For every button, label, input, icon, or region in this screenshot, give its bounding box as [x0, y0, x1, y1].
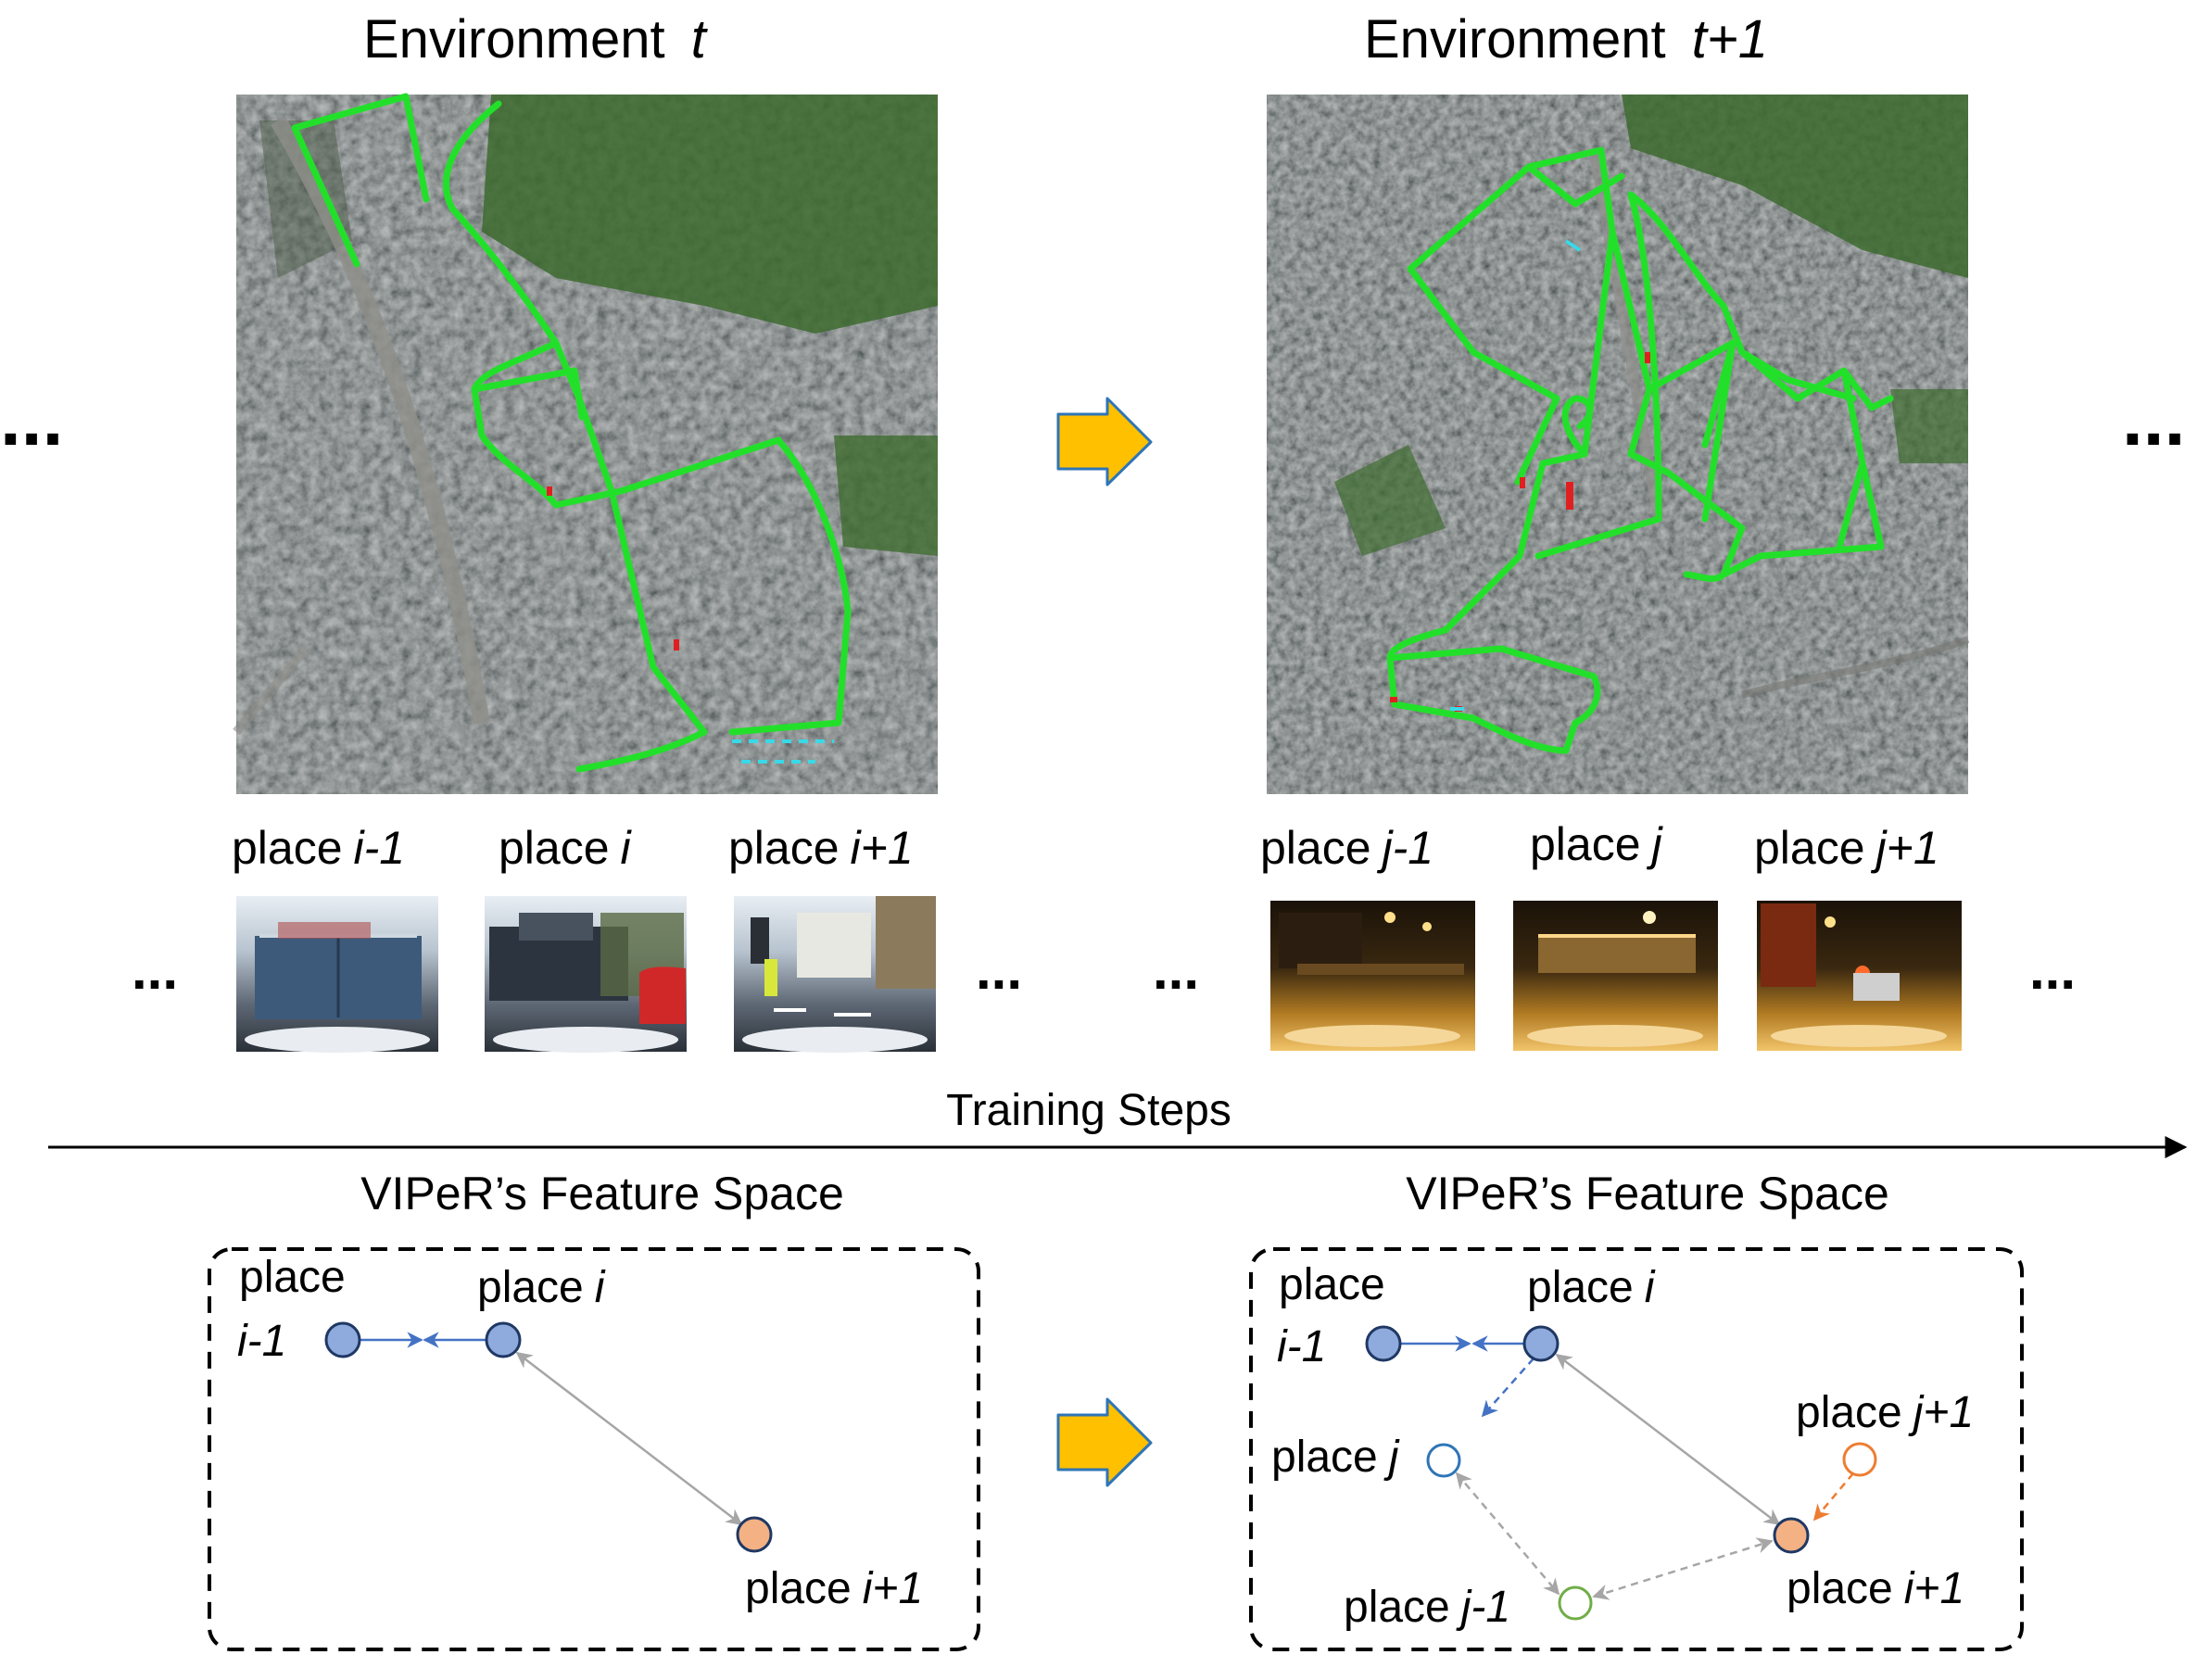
r-link-i-to-j — [1481, 1358, 1534, 1418]
map-environment-t-plus-1 — [1267, 95, 1970, 794]
photo-place-j-plus-1 — [1757, 901, 1962, 1051]
photo-place-i-minus-1 — [236, 896, 438, 1053]
feature-space-right-title: VIPeR’s Feature Space — [1406, 1168, 1889, 1219]
r-node-place-i — [1522, 1325, 1560, 1362]
photo-place-j — [1513, 901, 1718, 1051]
ellipsis-photos-4: ... — [2029, 939, 2076, 1001]
r-node-place-i-plus-1 — [1773, 1517, 1810, 1554]
ellipsis-photos-1: ... — [132, 939, 178, 1001]
map-environment-t — [233, 93, 938, 794]
training-steps-label: Training Steps — [946, 1086, 1231, 1135]
node-place-i-minus-1 — [324, 1321, 361, 1358]
route-path-t-plus-1 — [1386, 146, 1894, 754]
r-link-i-to-i-plus-1 — [1555, 1353, 1781, 1526]
photo-place-j-minus-1 — [1270, 901, 1475, 1051]
transition-arrow-top — [1056, 397, 1153, 486]
fl-label-place-i-minus-1-idx: i-1 — [237, 1317, 286, 1366]
feature-space-left-title: VIPeR’s Feature Space — [360, 1168, 844, 1219]
photo-place-i — [485, 896, 687, 1053]
env-right-title: Environment t+1 — [1364, 9, 1768, 69]
r-link-j-plus-1-to-i-plus-1 — [1812, 1472, 1854, 1522]
r-node-place-i-minus-1 — [1365, 1325, 1402, 1362]
fl-label-place-i-minus-1-word: place — [239, 1253, 346, 1302]
feature-space-left-box — [208, 1247, 980, 1651]
feature-space-right-box — [1249, 1247, 2024, 1651]
r-node-place-j — [1426, 1443, 1461, 1478]
ellipsis-photos-3: ... — [1153, 939, 1199, 1001]
photo-place-i-plus-1 — [734, 896, 936, 1053]
transition-arrow-bottom — [1056, 1397, 1153, 1487]
fr-label-place-i-minus-1-word: place — [1279, 1260, 1385, 1309]
route-path-t — [291, 93, 852, 773]
r-node-place-j-minus-1 — [1558, 1585, 1593, 1621]
link-i-to-i-plus-1 — [515, 1351, 743, 1526]
ellipsis-top-right: ... — [2122, 377, 2185, 461]
node-place-i — [485, 1321, 522, 1358]
r-link-j-minus-1-to-i-plus-1 — [1592, 1537, 1774, 1600]
env-left-title: Environment t — [363, 9, 709, 69]
fr-label-place-i-minus-1-idx: i-1 — [1277, 1322, 1326, 1371]
node-place-i-plus-1 — [736, 1516, 773, 1553]
r-link-j-to-j-minus-1 — [1455, 1472, 1560, 1596]
ellipsis-photos-2: ... — [976, 939, 1022, 1001]
ellipsis-top-left: ... — [0, 377, 63, 461]
r-node-place-j-plus-1 — [1842, 1442, 1877, 1477]
